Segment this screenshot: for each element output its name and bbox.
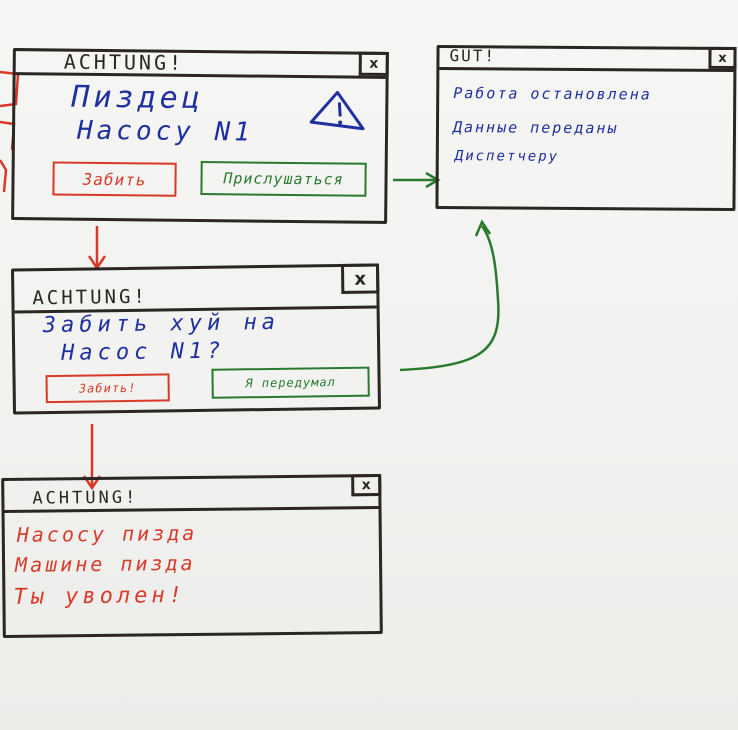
dialog-confirm-ignore-title: ACHTUNG! bbox=[32, 285, 149, 310]
arrow-listen-to-gut-head bbox=[425, 171, 441, 189]
dialog-gut-title: GUT! bbox=[449, 46, 497, 66]
close-icon[interactable]: x bbox=[340, 263, 380, 294]
arrow-changed-mind-to-gut bbox=[399, 225, 500, 372]
dialog-fired-line3: Ты уволен! bbox=[13, 583, 186, 610]
dialog-pump-alert: ACHTUNG! x Пиздец Насосу N1 Забить Присл… bbox=[11, 48, 389, 224]
close-icon[interactable]: x bbox=[351, 474, 382, 497]
close-icon[interactable]: x bbox=[358, 51, 389, 76]
edge-mark-1 bbox=[0, 70, 20, 108]
dialog-confirm-ignore: ACHTUNG! x Забить хуй на Насос N1? Забит… bbox=[10, 263, 382, 415]
dialog-fired-line2: Машине пизда bbox=[14, 550, 196, 577]
dialog-gut-line1: Работа остановлена bbox=[453, 84, 652, 104]
arrow-ignore-to-confirm-head bbox=[87, 255, 107, 271]
close-icon[interactable]: x bbox=[708, 46, 737, 70]
edge-mark-3 bbox=[0, 159, 8, 193]
dialog-fired-titlebar: ACHTUNG! x bbox=[4, 474, 382, 513]
arrow-changed-mind-to-gut-head bbox=[474, 219, 492, 237]
confirm-ignore-button[interactable]: Забить! bbox=[45, 373, 170, 404]
dialog-gut: GUT! x Работа остановлена Данные передан… bbox=[435, 44, 737, 212]
listen-button[interactable]: Прислушаться bbox=[200, 161, 367, 197]
dialog-gut-line2: Данные переданы bbox=[452, 118, 619, 138]
dialog-pump-alert-titlebar: ACHTUNG! x bbox=[15, 49, 389, 79]
warning-icon bbox=[309, 90, 365, 131]
dialog-pump-alert-message-line2: Насосу N1 bbox=[76, 115, 255, 148]
dialog-fired-title: ACHTUNG! bbox=[32, 487, 139, 509]
dialog-confirm-ignore-message-line1: Забить хуй на bbox=[42, 309, 281, 339]
dialog-pump-alert-title: ACHTUNG! bbox=[63, 49, 185, 75]
arrow-confirm-to-fired-head bbox=[82, 475, 102, 491]
dialog-confirm-ignore-message-line2: Насос N1? bbox=[61, 338, 226, 366]
dialog-fired: ACHTUNG! x Насосу пизда Машине пизда Ты … bbox=[1, 474, 383, 638]
dialog-pump-alert-message-line1: Пиздец bbox=[71, 79, 204, 117]
dialog-fired-line1: Насосу пизда bbox=[16, 520, 198, 547]
edge-mark-2 bbox=[0, 120, 16, 151]
dialog-gut-titlebar: GUT! x bbox=[439, 46, 737, 73]
dialog-gut-line3: Диспетчеру bbox=[454, 148, 560, 165]
changed-mind-button[interactable]: Я передумал bbox=[211, 366, 370, 399]
dialog-confirm-ignore-titlebar: ACHTUNG! x bbox=[14, 263, 380, 314]
ignore-button[interactable]: Забить bbox=[52, 161, 177, 197]
